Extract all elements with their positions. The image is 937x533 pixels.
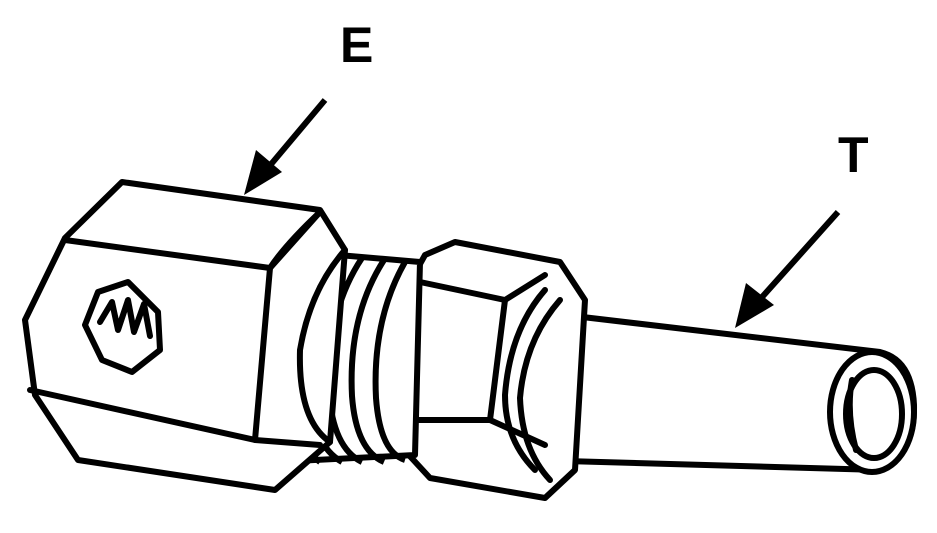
callout-arrow-e (244, 98, 328, 195)
label-e: E (340, 17, 373, 73)
callout-arrow-t (735, 210, 841, 328)
fitting-body (22, 179, 348, 493)
label-t: T (838, 127, 869, 183)
logo-icon (82, 279, 163, 375)
compression-nut (392, 239, 588, 501)
